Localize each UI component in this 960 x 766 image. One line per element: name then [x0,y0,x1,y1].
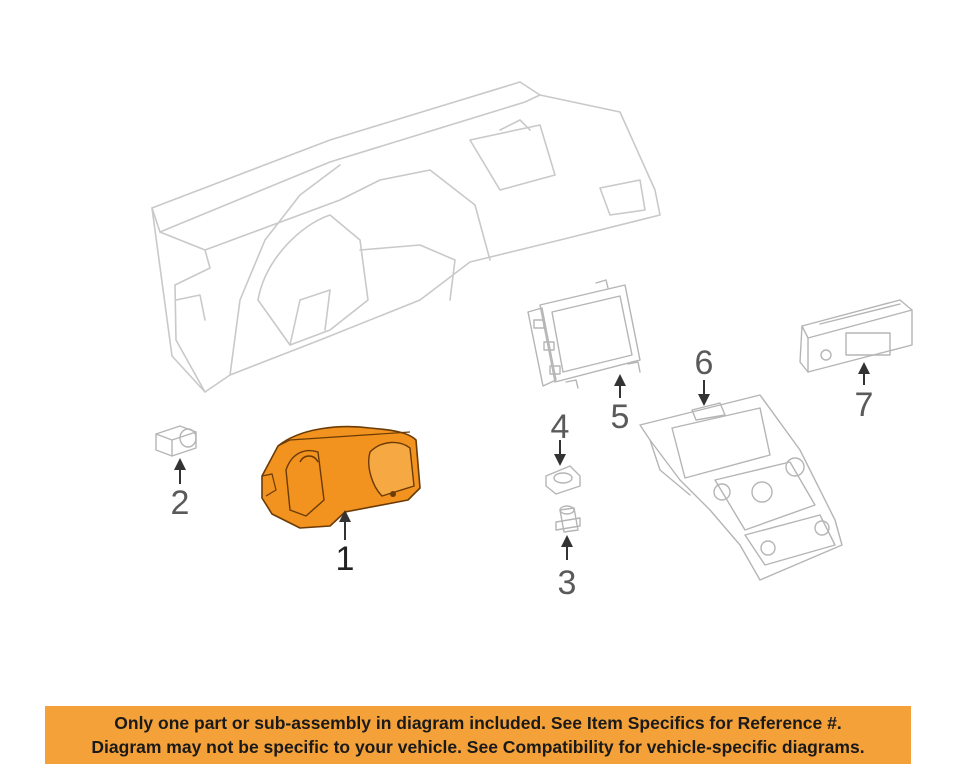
bulb-part-3 [555,505,581,533]
callout-3: 3 [558,564,577,602]
disclaimer-banner: Only one part or sub-assembly in diagram… [45,706,911,764]
callout-4: 4 [551,408,570,446]
disclaimer-line-1: Only one part or sub-assembly in diagram… [114,713,842,733]
instrument-panel-outline [151,81,661,393]
callout-1: 1 [336,540,355,578]
display-module-part-5 [527,279,641,389]
callout-arrows [174,362,870,560]
callout-2: 2 [171,484,190,522]
center-console-part-6 [639,394,843,581]
clip-part-4 [545,465,581,495]
callout-7: 7 [855,386,874,424]
control-panel-part-7 [799,299,913,373]
callout-6: 6 [695,344,714,382]
callout-5: 5 [611,398,630,436]
instrument-cluster-part-1 [261,425,421,529]
sensor-part-2 [155,425,197,457]
disclaimer-line-2: Diagram may not be specific to your vehi… [91,737,865,757]
parts-diagram: 1 2 3 4 5 6 7 [151,81,913,602]
